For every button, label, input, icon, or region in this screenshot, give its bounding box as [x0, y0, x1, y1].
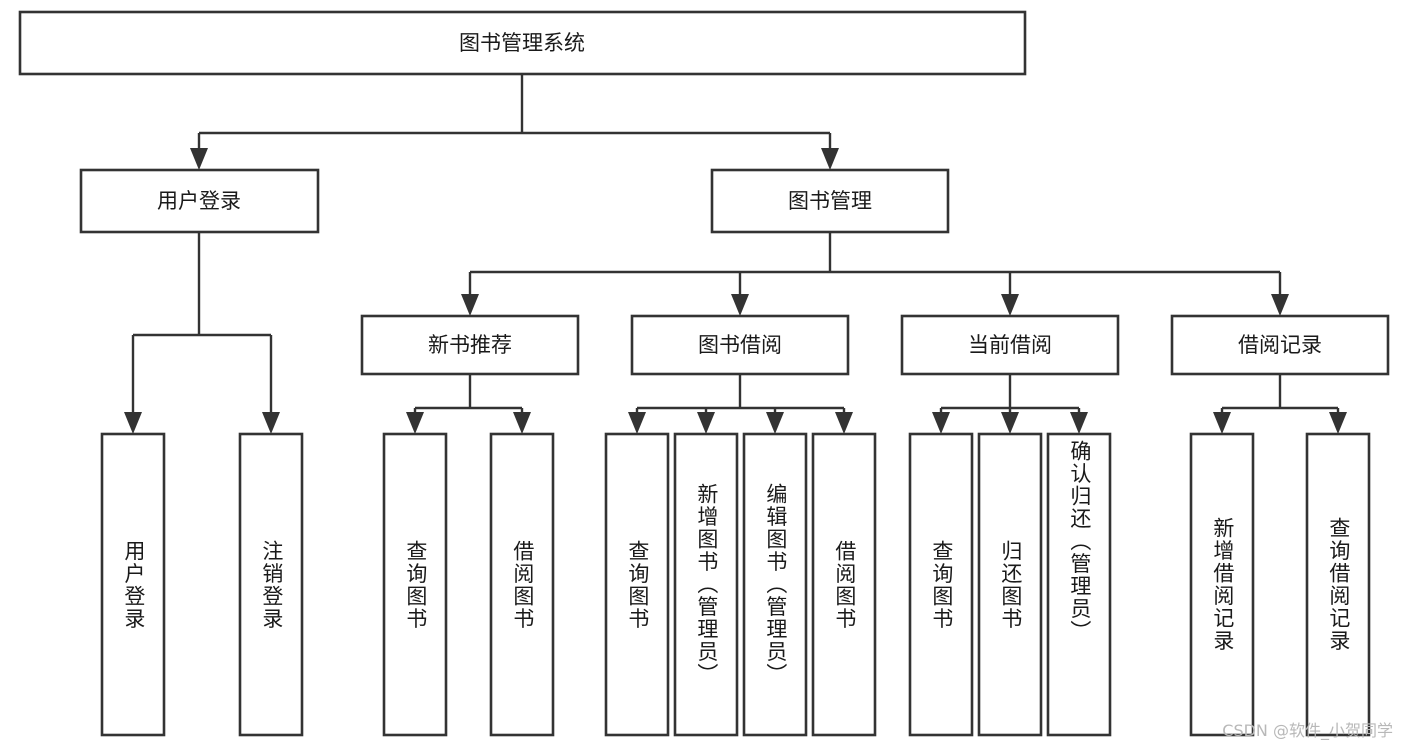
connector-group-new-book-rec — [406, 374, 531, 434]
arrow-head-leaf-query-book-1 — [406, 412, 424, 434]
node-box-leaf-confirm-return[interactable] — [1046, 432, 1112, 737]
connector-group-root — [190, 74, 839, 170]
node-box-leaf-query-book-1[interactable] — [382, 432, 448, 737]
node-label-root: 图书管理系统 — [459, 31, 585, 55]
node-box-leaf-add-book[interactable] — [673, 432, 739, 737]
arrow-head-leaf-query-record — [1329, 412, 1347, 434]
arrow-head-leaf-borrow-book-1 — [513, 412, 531, 434]
arrow-head-user-login — [190, 148, 208, 170]
watermark-text: CSDN @软件_小贺同学 — [1222, 721, 1393, 740]
arrow-head-leaf-confirm-return — [1070, 412, 1088, 434]
node-box-user-login[interactable] — [79, 168, 320, 234]
connector-group-book-borrow — [628, 374, 853, 434]
connector-group-current-borrow — [932, 374, 1088, 434]
arrow-head-leaf-user-logout — [262, 412, 280, 434]
node-box-leaf-user-logout[interactable] — [238, 432, 304, 737]
node-user-login[interactable]: 用户登录 — [79, 168, 320, 234]
node-root[interactable]: 图书管理系统 — [18, 10, 1027, 76]
arrow-head-book-borrow — [731, 294, 749, 316]
node-label-book-manage: 图书管理 — [788, 189, 872, 213]
node-book-manage[interactable]: 图书管理 — [710, 168, 950, 234]
node-box-book-borrow[interactable] — [630, 314, 850, 376]
connector-group-borrow-record — [1213, 374, 1347, 434]
node-label-book-borrow: 图书借阅 — [698, 333, 782, 357]
node-label-user-login: 用户登录 — [157, 189, 241, 213]
node-box-leaf-borrow-book-1[interactable] — [489, 432, 555, 737]
arrow-head-leaf-edit-book — [766, 412, 784, 434]
arrow-head-leaf-add-record — [1213, 412, 1231, 434]
node-box-borrow-record[interactable] — [1170, 314, 1390, 376]
node-label-current-borrow: 当前借阅 — [968, 333, 1052, 357]
arrow-head-leaf-return-book — [1001, 412, 1019, 434]
arrow-head-borrow-record — [1271, 294, 1289, 316]
connector-group-book-manage — [461, 232, 1289, 316]
arrow-head-leaf-query-book-3 — [932, 412, 950, 434]
node-box-leaf-edit-book[interactable] — [742, 432, 808, 737]
node-label-new-book-rec: 新书推荐 — [428, 333, 512, 357]
node-box-current-borrow[interactable] — [900, 314, 1120, 376]
node-box-root[interactable] — [18, 10, 1027, 76]
arrow-head-leaf-query-book-2 — [628, 412, 646, 434]
arrow-head-leaf-add-book — [697, 412, 715, 434]
node-label-borrow-record: 借阅记录 — [1238, 333, 1322, 357]
node-box-leaf-add-record[interactable] — [1189, 432, 1255, 737]
arrow-head-leaf-borrow-book-2 — [835, 412, 853, 434]
node-box-book-manage[interactable] — [710, 168, 950, 234]
leaf-boxes — [100, 432, 1371, 737]
arrow-head-book-manage — [821, 148, 839, 170]
node-box-leaf-query-book-3[interactable] — [908, 432, 974, 737]
node-box-new-book-rec[interactable] — [360, 314, 580, 376]
node-box-leaf-borrow-book-2[interactable] — [811, 432, 877, 737]
node-current-borrow[interactable]: 当前借阅 — [900, 314, 1120, 376]
node-box-leaf-query-book-2[interactable] — [604, 432, 670, 737]
node-new-book-rec[interactable]: 新书推荐 — [360, 314, 580, 376]
node-box-leaf-return-book[interactable] — [977, 432, 1043, 737]
connector-group-user-login — [124, 232, 280, 434]
arrow-head-new-book-rec — [461, 294, 479, 316]
arrow-head-leaf-user-login — [124, 412, 142, 434]
node-book-borrow[interactable]: 图书借阅 — [630, 314, 850, 376]
node-borrow-record[interactable]: 借阅记录 — [1170, 314, 1390, 376]
node-box-leaf-query-record[interactable] — [1305, 432, 1371, 737]
node-box-leaf-user-login[interactable] — [100, 432, 166, 737]
arrow-head-current-borrow — [1001, 294, 1019, 316]
